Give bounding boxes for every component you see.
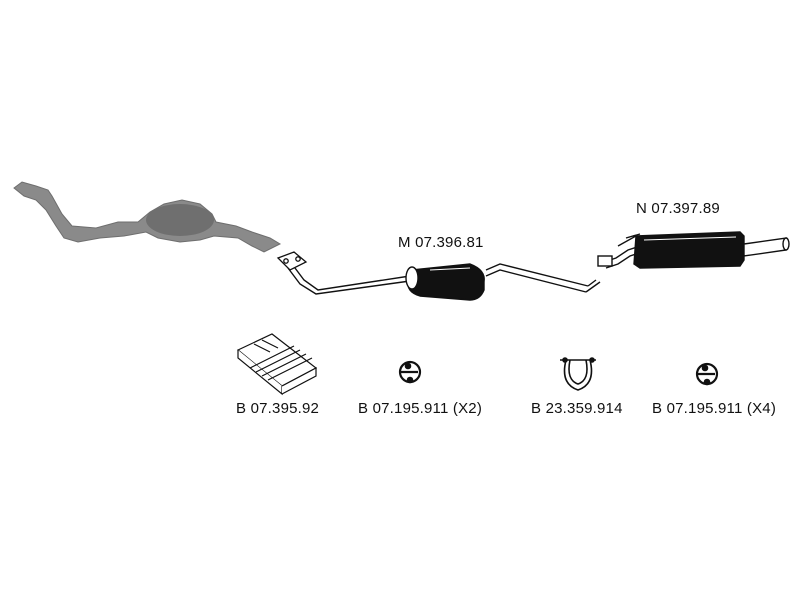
rear-silencer-label: N 07.397.89 [636, 200, 720, 217]
intermediate-pipe [287, 263, 601, 295]
accessory-label: B 07.395.92 [236, 400, 320, 417]
pipe-clamp-icon [560, 357, 596, 391]
front-flange [276, 251, 308, 271]
rubber-ring-hanger-icon [398, 360, 422, 384]
accessory-label: B 07.195.911 (X2) [358, 400, 483, 417]
accessory-label: B 07.195.911 (X4) [652, 400, 777, 417]
mounting-kit-box-icon [236, 333, 318, 396]
rear-silencer [597, 231, 790, 269]
front-pipe-label: M 07.396.81 [398, 234, 484, 251]
rubber-ring-hanger-icon [695, 362, 719, 386]
middle-silencer [405, 263, 485, 301]
accessory-label: B 23.359.914 [531, 400, 623, 417]
converter-heat-shield [146, 204, 214, 236]
